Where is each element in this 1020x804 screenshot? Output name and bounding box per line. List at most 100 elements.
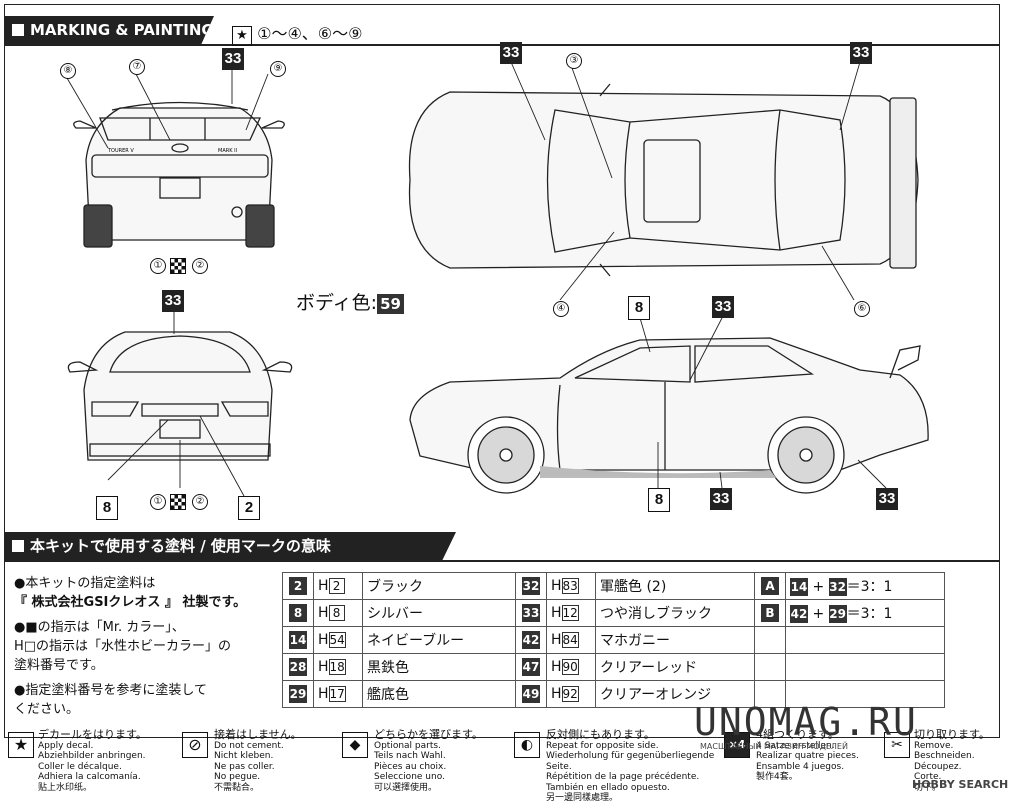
mr-color-code: 14 <box>289 631 307 649</box>
mr-color-code: 2 <box>289 577 307 595</box>
callout-6: ⑥ <box>854 301 870 317</box>
paint-name: つや消しブラック <box>595 599 755 627</box>
paint-notes: ●本キットの指定塗料は 『 株式会社GSIクレオス 』 社製です。 ●■の指示は… <box>14 574 276 719</box>
h-prefix: H <box>318 659 329 675</box>
top-view-car <box>408 83 919 277</box>
no-cement-icon: ⊘ <box>182 732 208 758</box>
mix-ratio: ＝3：1 <box>846 606 893 622</box>
paint-name: マホガニー <box>595 626 755 654</box>
callout-2: ② <box>192 258 208 274</box>
mr-color-code: 29 <box>289 685 307 703</box>
note-line: ●指定塗料番号を参考に塗装して <box>14 683 207 698</box>
plus: + <box>808 579 829 595</box>
callout-9: ⑨ <box>270 61 286 77</box>
mix-ratio: ＝3：1 <box>846 579 893 595</box>
watermark-subtitle: МАСШТАБНЫЙ МАГАЗИН МОДЕЛЕЙ <box>700 742 848 751</box>
plus: + <box>808 606 829 622</box>
paint-tag: 33 <box>162 290 184 312</box>
mr-color-code: 42 <box>522 631 540 649</box>
paint-name: クリアーレッド <box>595 653 755 681</box>
legend-optional-parts: ◆ どちらかを選びます。Optional parts.Teils nach Wa… <box>342 729 512 793</box>
h-prefix: H <box>551 659 562 675</box>
h-prefix: H <box>318 632 329 648</box>
aqueous-color-code: 12 <box>561 605 579 621</box>
aqueous-color-code: 2 <box>328 578 345 594</box>
h-prefix: H <box>551 578 562 594</box>
mix-id: B <box>761 604 779 622</box>
callout-7: ⑦ <box>129 59 145 75</box>
paint-name: ネイビーブルー <box>362 626 516 654</box>
rear-view-car <box>73 101 285 248</box>
paint-name: 艦底色 <box>362 680 516 708</box>
paint-name: クリアーオレンジ <box>595 680 755 708</box>
mr-color-code: 8 <box>289 604 307 622</box>
h-prefix: H <box>551 632 562 648</box>
mix-color-a: 42 <box>790 605 808 623</box>
optional-parts-icon <box>170 494 186 510</box>
cut-icon: ✂ <box>884 732 910 758</box>
aqueous-color-code: 8 <box>328 605 345 621</box>
mix-color-b: 32 <box>828 578 847 596</box>
h-prefix: H <box>318 578 329 594</box>
apply-steps: ★ ①〜④、⑥〜⑨ <box>232 20 362 46</box>
times-four-icon: ×4 <box>724 732 750 758</box>
aqueous-color-code: 90 <box>561 659 579 675</box>
h-prefix: H <box>318 686 329 702</box>
mr-color-code: 49 <box>522 685 540 703</box>
aqueous-color-code: 84 <box>561 632 579 648</box>
section-header-marking: MARKING & PAINTING <box>4 16 214 44</box>
section-header-paints: 本キットで使用する塗料 / 使用マークの意味 <box>4 532 456 560</box>
paint-name: 黒鉄色 <box>362 653 516 681</box>
callout-4: ④ <box>553 301 569 317</box>
callout-2-front: ② <box>192 494 208 510</box>
paint-tag: 8 <box>648 488 670 512</box>
instruction-frame <box>4 4 1000 738</box>
note-line: 『 株式会社GSIクレオス 』 社製です。 <box>14 595 247 610</box>
note-line: 塗料番号です。 <box>14 658 104 673</box>
legend-opposite-side: ◐ 反対側にもあります。Repeat for opposite side.Wie… <box>514 729 724 804</box>
mix-color-a: 14 <box>790 578 808 596</box>
note-line: ●本キットの指定塗料は <box>14 576 156 591</box>
paint-tag: 33 <box>876 488 898 510</box>
paint-tag: 33 <box>850 42 872 64</box>
front-view-car <box>67 331 293 461</box>
icon-legend: ★ デカールをはります。Apply decal.Abziehbilder anb… <box>4 729 1004 803</box>
rear-badge-right: MARK II <box>218 148 237 154</box>
paint-tag: 8 <box>628 296 650 320</box>
mr-color-code: 28 <box>289 658 307 676</box>
paint-tag: 33 <box>710 488 732 510</box>
mix-id: A <box>761 577 779 595</box>
callout-1-front: ① <box>150 494 166 510</box>
body-color-label: ボディ色:59 <box>296 288 404 315</box>
mr-color-code: 32 <box>522 577 540 595</box>
aqueous-color-code: 54 <box>328 632 346 648</box>
legend-apply-decal: ★ デカールをはります。Apply decal.Abziehbilder anb… <box>8 729 178 793</box>
legend-make-four: ×4 4組つくります。4 Satze erstellen.Realizar qu… <box>724 729 874 783</box>
aqueous-color-code: 83 <box>561 578 579 594</box>
paint-tag: 33 <box>500 42 522 64</box>
optional-parts-icon: ◆ <box>342 732 368 758</box>
mix-color-b: 29 <box>828 605 847 623</box>
note-line: H□の指示は「水性ホビーカラー」の <box>14 639 232 654</box>
side-view-car <box>409 337 929 494</box>
decal-star-icon: ★ <box>8 732 34 758</box>
callout-8: ⑧ <box>60 63 76 79</box>
car-diagrams: TOURER V MARK II <box>66 61 929 497</box>
paint-name: シルバー <box>362 599 516 627</box>
note-line: ください。 <box>14 702 80 717</box>
paint-tag: 33 <box>712 296 734 318</box>
callout-1: ① <box>150 258 166 274</box>
legend-no-cement: ⊘ 接着はしません。Do not cement.Nicht kleben.Ne … <box>182 729 342 793</box>
aqueous-color-code: 17 <box>328 686 346 702</box>
leader-lines <box>66 61 887 497</box>
watermark: UNOMAG.RU <box>694 700 918 744</box>
h-prefix: H <box>551 605 562 621</box>
callout-3: ③ <box>566 53 582 69</box>
mr-color-code: 33 <box>522 604 540 622</box>
